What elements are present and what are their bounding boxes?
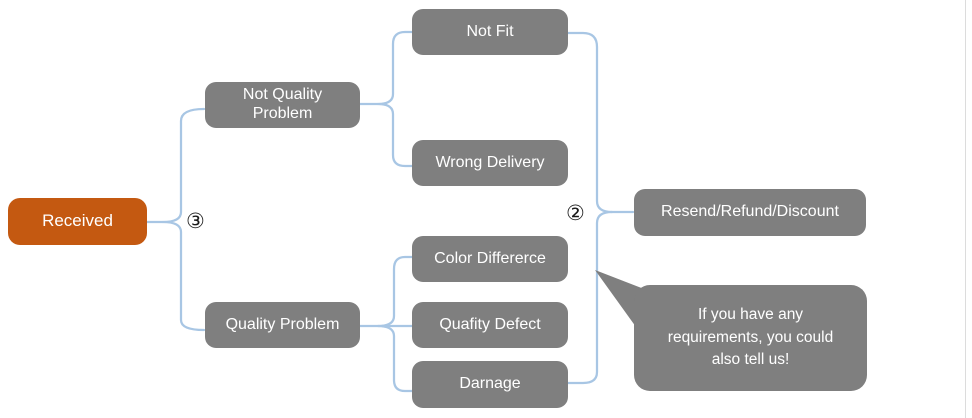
junction-number-right: ② xyxy=(566,202,585,225)
node-received-label: Received xyxy=(42,211,113,231)
node-wrong-delivery-label: Wrong Delivery xyxy=(435,153,545,171)
node-not-fit-label: Not Fit xyxy=(466,22,514,40)
nqp-brace xyxy=(376,30,414,168)
node-color-differerce-label: Color Differerce xyxy=(434,249,546,267)
node-quality-problem: Quality Problem xyxy=(205,302,360,348)
node-not-fit: Not Fit xyxy=(412,9,568,55)
right-brace-top xyxy=(566,31,635,214)
right-brace-bottom xyxy=(566,210,614,385)
node-not-quality-problem: Not Quality Problem xyxy=(205,82,360,128)
node-resolution: Resend/Refund/Discount xyxy=(634,189,866,236)
page-edge-line xyxy=(965,0,966,418)
node-quality-problem-label: Quality Problem xyxy=(225,315,340,333)
node-darnage: Darnage xyxy=(412,361,568,408)
callout-text: If you have any requirements, you could … xyxy=(667,306,834,369)
node-received: Received xyxy=(8,198,147,245)
node-color-differerce: Color Differerce xyxy=(412,236,568,282)
node-quafity-defect-label: Quafity Defect xyxy=(439,315,541,333)
junction-number-left: ③ xyxy=(186,210,205,233)
callout-bubble: If you have any requirements, you could … xyxy=(634,285,867,391)
node-wrong-delivery: Wrong Delivery xyxy=(412,140,568,186)
node-not-quality-problem-label: Not Quality Problem xyxy=(242,86,323,122)
node-resolution-label: Resend/Refund/Discount xyxy=(661,203,839,221)
node-quafity-defect: Quafity Defect xyxy=(412,302,568,348)
node-darnage-label: Darnage xyxy=(459,375,521,393)
qp-brace xyxy=(376,255,414,393)
